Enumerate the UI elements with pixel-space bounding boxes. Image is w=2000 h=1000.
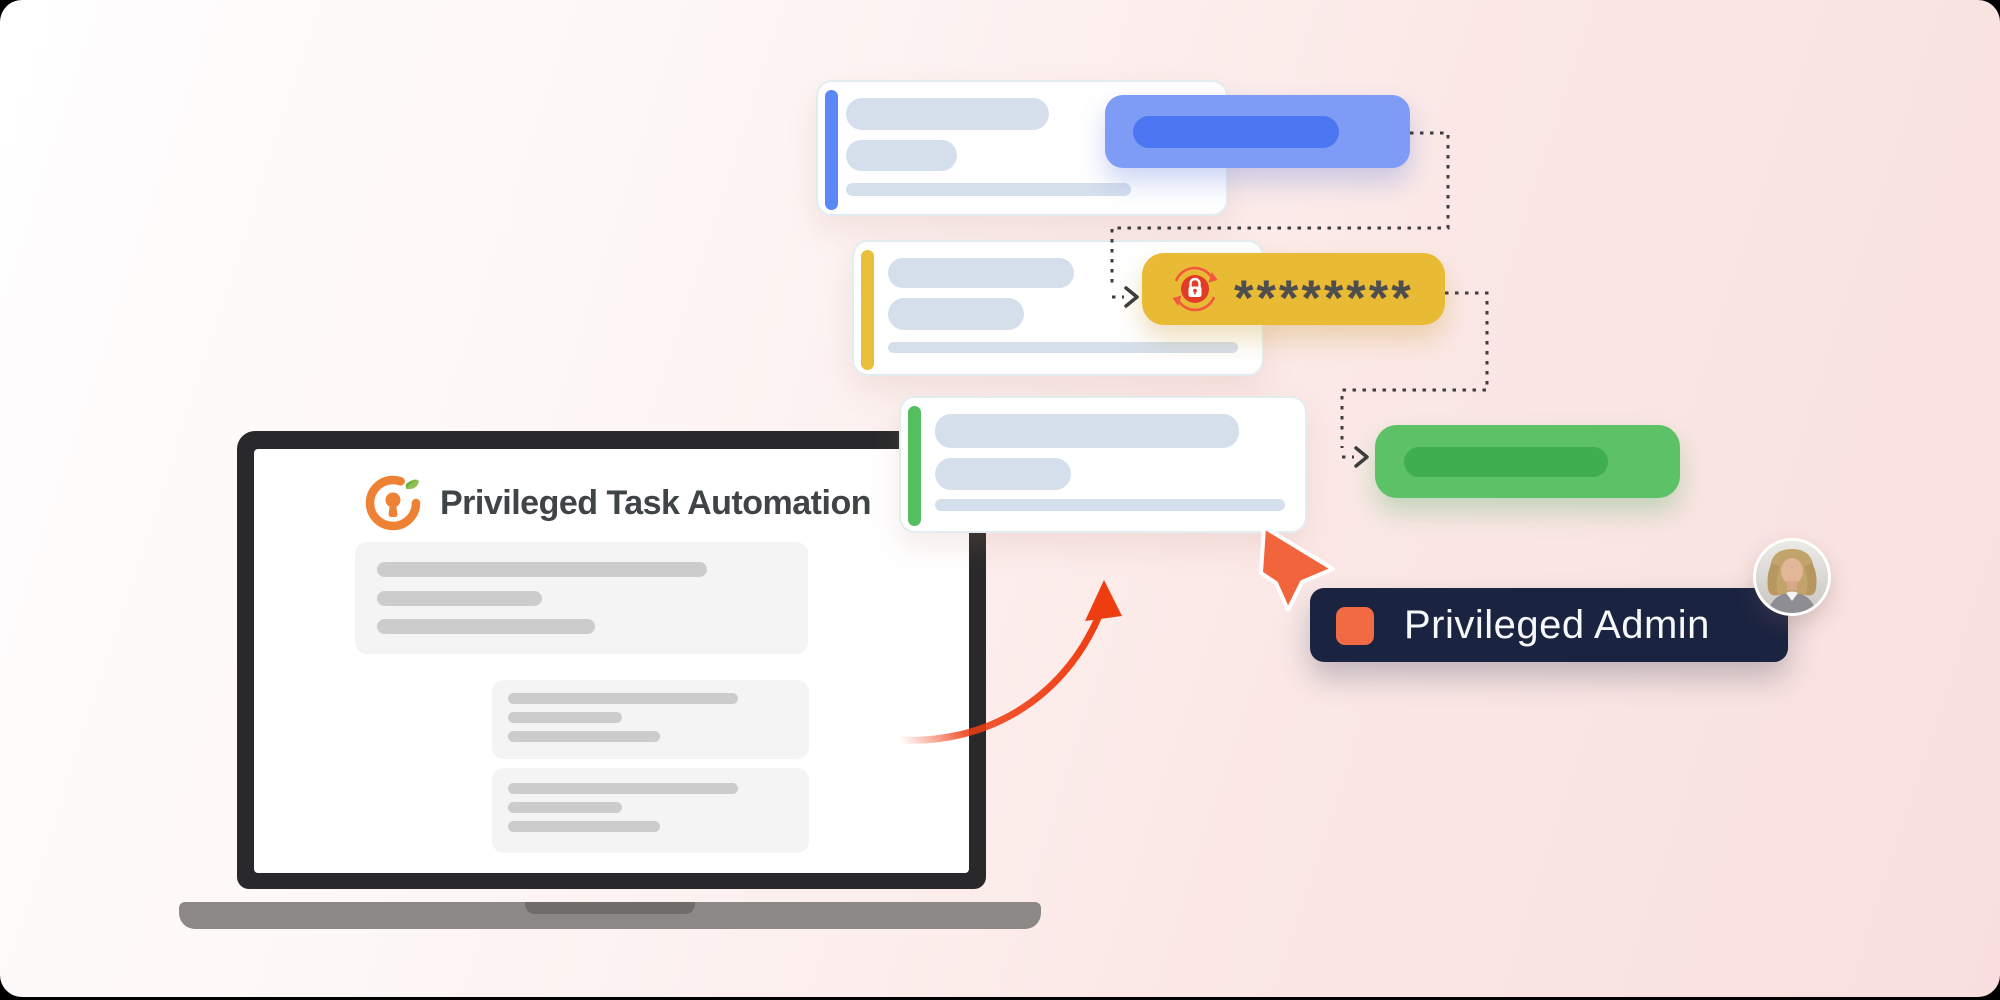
card-text-bar [888, 298, 1024, 330]
admin-color-square [1336, 607, 1374, 645]
blue-action-button [1105, 95, 1410, 168]
card-text-bar [935, 499, 1285, 511]
skeleton-block-1 [355, 542, 808, 654]
admin-label: Privileged Admin [1404, 603, 1710, 647]
card-text-bar [888, 258, 1074, 288]
laptop-hinge-notch [525, 902, 695, 914]
skeleton-block-2 [492, 680, 809, 759]
card-text-bar [846, 183, 1131, 196]
green-action-button [1375, 425, 1680, 498]
skeleton-bar [508, 783, 738, 794]
skeleton-bar [508, 731, 660, 742]
card-text-bar [888, 342, 1238, 353]
blue-action-inner-bar [1133, 116, 1339, 148]
password-chip: ******** [1142, 253, 1445, 325]
skeleton-block-3 [492, 768, 809, 853]
keyhole-ring-logo-icon [365, 475, 421, 531]
page-title: Privileged Task Automation [440, 484, 871, 522]
password-mask-text: ******** [1234, 270, 1414, 326]
card-text-bar [935, 458, 1071, 490]
skeleton-bar [377, 562, 707, 577]
privileged-admin-tag: Privileged Admin [1310, 588, 1788, 662]
leaf-icon [405, 479, 419, 490]
skeleton-bar [508, 802, 622, 813]
rotating-lock-icon [1172, 266, 1218, 312]
skeleton-bar [508, 712, 622, 723]
card-text-bar [846, 98, 1049, 130]
user-avatar [1753, 538, 1831, 616]
card-text-bar [846, 140, 957, 171]
skeleton-bar [377, 619, 595, 634]
card-text-bar [935, 414, 1239, 448]
task-accent-bar-blue [825, 90, 838, 210]
skeleton-bar [377, 591, 542, 606]
skeleton-bar [508, 821, 660, 832]
skeleton-bar [508, 693, 738, 704]
avatar-image [1756, 541, 1828, 613]
task-accent-bar-yellow [861, 250, 874, 370]
task-card-3 [899, 396, 1307, 533]
task-accent-bar-green [908, 406, 921, 526]
green-action-inner-bar [1404, 447, 1608, 477]
